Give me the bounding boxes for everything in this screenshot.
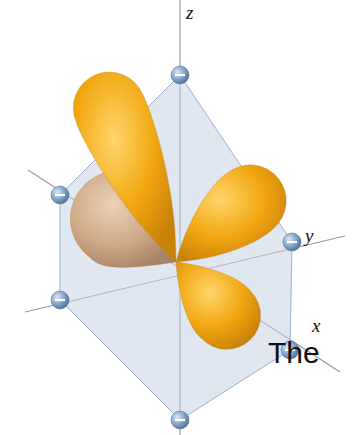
minus-sign bbox=[175, 419, 185, 421]
ligand-ball bbox=[171, 411, 189, 429]
ligand-sphere bbox=[51, 291, 69, 309]
ligand-sphere bbox=[171, 66, 189, 84]
ligand-ball bbox=[51, 186, 69, 204]
minus-sign bbox=[55, 194, 65, 196]
minus-sign bbox=[287, 241, 297, 243]
ligand-sphere bbox=[51, 186, 69, 204]
axis-label: z bbox=[186, 3, 193, 22]
axis-label: y bbox=[305, 226, 313, 245]
axis-label: x bbox=[312, 316, 320, 335]
ligand-ball bbox=[51, 291, 69, 309]
ligand-sphere bbox=[283, 233, 301, 251]
minus-sign bbox=[55, 299, 65, 301]
minus-sign bbox=[175, 74, 185, 76]
ligand-ball bbox=[283, 233, 301, 251]
ligand-sphere bbox=[171, 411, 189, 429]
orbital-lobes bbox=[70, 72, 286, 349]
orbital-lobe bbox=[176, 262, 261, 349]
ligand-ball bbox=[171, 66, 189, 84]
axis-lines bbox=[25, 0, 345, 435]
caption-fragment: The bbox=[268, 338, 320, 368]
ligand-spheres bbox=[51, 66, 301, 429]
orbital-lobe bbox=[73, 72, 176, 262]
orbital-lobe bbox=[176, 165, 286, 262]
